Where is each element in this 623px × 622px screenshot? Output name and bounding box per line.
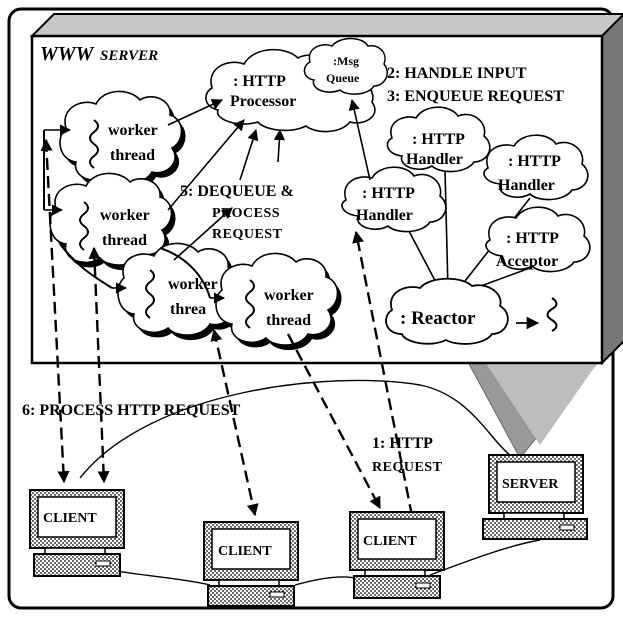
msg-queue-line2: Queue [326, 71, 360, 85]
handler-to-queue-arrow [173, 98, 371, 261]
step-5-line3: REQUEST [212, 227, 283, 242]
step-5-line1: 5: DEQUEUE & [180, 183, 294, 200]
http-handler-1: : HTTP Handler [341, 166, 447, 233]
worker-1-to-processor [167, 99, 224, 126]
client-middle-screen [211, 528, 291, 570]
reactor-thread-squiggle-icon [546, 297, 558, 332]
http-request-line [352, 230, 414, 517]
thread-squiggle-icon [89, 119, 99, 169]
step-1-line2: REQUEST [372, 460, 443, 475]
http-acceptor: : HTTP Acceptor [485, 206, 591, 273]
dequeue-arrow-center [239, 128, 259, 181]
http-handler-3-line2: Handler [498, 177, 555, 194]
server-computer-label: SERVER [502, 477, 559, 492]
step-1-line1: 1: HTTP [372, 435, 433, 452]
client-left-screen [37, 496, 117, 538]
step-3-label: 3: ENQUEUE REQUEST [387, 88, 564, 105]
step-2-label: 2: HANDLE INPUT [387, 65, 527, 82]
http-handler-1-line1: : HTTP [362, 185, 415, 202]
step-6-label: 6: PROCESS HTTP REQUEST [22, 402, 241, 419]
client-right-base [353, 575, 441, 599]
http-handler-3-line1: : HTTP [508, 153, 561, 170]
thread-squiggle-icon [245, 279, 255, 329]
http-acceptor-line2: Acceptor [496, 253, 558, 270]
client-right-thread-line [286, 333, 382, 510]
client-right-computer: CLIENT [349, 511, 445, 599]
client-right-label: CLIENT [363, 534, 417, 549]
handler-enqueue-arrow [348, 98, 371, 181]
dequeue-arrow-right [273, 128, 285, 163]
server-computer-base [482, 518, 588, 540]
client-left-base [33, 553, 121, 577]
client-middle-base [207, 585, 295, 607]
worker-4-line2: thread [266, 312, 311, 329]
msg-queue: :Msg Queue [303, 37, 388, 95]
step-5-line2: PROCESS [212, 206, 280, 221]
client-left-thread-line-1 [40, 138, 70, 484]
server-box-side [601, 13, 623, 366]
worker-1-line1: worker [108, 122, 158, 139]
worker-3-line2: threa [170, 301, 206, 318]
worker-thread-2: worker thread [49, 172, 176, 271]
reactor: : Reactor [385, 277, 558, 345]
client-left-thread-line-2 [88, 246, 110, 484]
worker-2-line1: worker [100, 207, 150, 224]
client-left-computer: CLIENT [29, 489, 125, 577]
http-handler-2-line2: Handler [406, 151, 463, 168]
http-handler-1-line2: Handler [356, 207, 413, 224]
msg-queue-line1: :Msg [333, 54, 359, 68]
worker-thread-4: worker thread [215, 252, 342, 351]
client-middle-computer: CLIENT [203, 521, 299, 607]
server-title-sub: SERVER [100, 48, 158, 64]
server-computer: SERVER [482, 454, 588, 540]
reactor-to-handler-2 [444, 169, 449, 291]
server-box-top [29, 13, 623, 37]
http-processor-line2: Processor [230, 93, 296, 110]
http-handler-2-line1: : HTTP [412, 131, 465, 148]
request-lines [40, 138, 414, 517]
network-cable-top [79, 379, 511, 479]
client-middle-label: CLIENT [218, 544, 272, 559]
http-processor-line1: : HTTP [233, 73, 286, 90]
worker-thread-3: worker threa [117, 242, 244, 341]
worker-thread-1: worker thread [59, 90, 186, 189]
thread-squiggle-icon [79, 201, 89, 251]
projection-wedge-light [485, 362, 598, 445]
worker-2-line2: thread [102, 232, 147, 249]
thread-squiggle-icon [145, 269, 155, 319]
worker-3-line1: worker [168, 276, 218, 293]
reactor-label: : Reactor [400, 308, 476, 329]
client-right-screen [357, 518, 437, 560]
worker-2-to-processor [167, 119, 245, 211]
client-left-label: CLIENT [43, 511, 97, 526]
http-acceptor-line1: : HTTP [506, 230, 559, 247]
worker-4-line1: worker [264, 287, 314, 304]
http-handler-3: : HTTP Handler [483, 134, 589, 201]
server-computer-screen [496, 461, 576, 503]
worker-1-line2: thread [110, 147, 155, 164]
client-middle-thread-line [210, 328, 259, 517]
server-title-main: WWW [40, 43, 95, 65]
